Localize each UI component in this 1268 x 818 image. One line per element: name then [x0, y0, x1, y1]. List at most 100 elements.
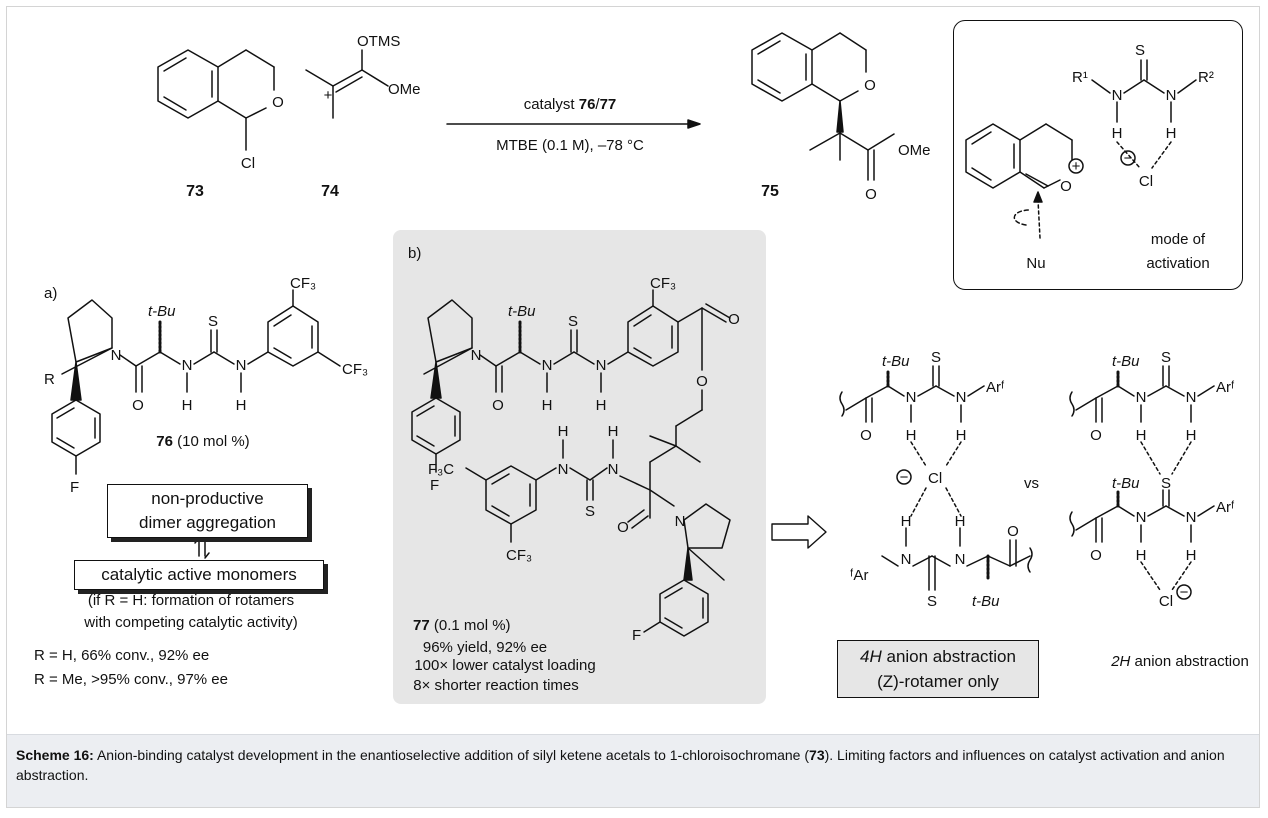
svg-text:O: O: [1090, 547, 1102, 564]
label-arf-2h-bottom: Arᶠ: [1216, 499, 1235, 516]
figure-caption: Scheme 16: Anion-binding catalyst develo…: [7, 734, 1259, 807]
svg-text:H: H: [955, 513, 966, 530]
svg-text:H: H: [558, 423, 569, 440]
panel-b-tag: b): [408, 245, 421, 262]
box-4h-abstraction: 4H anion abstraction (Z)-rotamer only: [837, 640, 1039, 698]
figure-frame: [6, 6, 1260, 808]
label-cl-inset: Cl: [1139, 173, 1153, 190]
label-cf3-right-76: CF₃: [342, 361, 368, 378]
svg-text:N: N: [675, 513, 686, 530]
svg-text:O: O: [864, 77, 876, 94]
svg-text:H: H: [1136, 427, 1147, 444]
svg-text:O: O: [492, 397, 504, 414]
svg-text:O: O: [132, 397, 144, 414]
dimer-aggregation-box: non-productive dimer aggregation: [107, 484, 308, 538]
label-cf3-top-77: CF₃: [650, 275, 676, 292]
svg-text:S: S: [1161, 349, 1171, 366]
caption-text-2: ). Limiting factors and influences on ca…: [16, 747, 1225, 783]
label-tbu-77: t-Bu: [508, 303, 536, 320]
svg-text:S: S: [585, 503, 595, 520]
benefit-time: 8× shorter reaction times: [413, 677, 579, 694]
svg-text:O: O: [1090, 427, 1102, 444]
svg-text:N: N: [236, 357, 247, 374]
label-vs: vs: [1024, 475, 1039, 492]
compound-number-75: 75: [761, 183, 779, 200]
svg-text:H: H: [1186, 427, 1197, 444]
svg-text:−: −: [1180, 584, 1189, 601]
label-tbu-76: t-Bu: [148, 303, 176, 320]
svg-text:N: N: [111, 347, 122, 364]
svg-text:H: H: [608, 423, 619, 440]
svg-text:O: O: [860, 427, 872, 444]
svg-text:−: −: [900, 469, 909, 486]
yield-line-77: 96% yield, 92% ee: [423, 639, 547, 656]
note-rotamers-line2: with competing catalytic activity): [83, 614, 297, 631]
svg-text:+: +: [1072, 158, 1081, 175]
svg-text:H: H: [1186, 547, 1197, 564]
label-tbu-2h-bottom: t-Bu: [1112, 475, 1140, 492]
box-4h-line1: 4H anion abstraction: [860, 647, 1016, 666]
caption-compound: 73: [809, 747, 825, 763]
result-r-me: R = Me, >95% conv., 97% ee: [34, 671, 228, 688]
svg-text:O: O: [696, 373, 708, 390]
catalyst-77-label: 77 (0.1 mol %): [413, 617, 511, 634]
label-f-bottom-77: F: [632, 627, 641, 644]
inset-structure: [965, 59, 1197, 239]
plus-sign: +: [324, 87, 333, 104]
svg-text:H: H: [1166, 125, 1177, 142]
svg-text:S: S: [1135, 42, 1145, 59]
label-f-76: F: [70, 479, 79, 496]
catalyst-76-label: 76 (10 mol %): [156, 433, 249, 450]
label-r2: R²: [1198, 69, 1214, 86]
label-r-76: R: [44, 371, 55, 388]
svg-text:O: O: [728, 311, 740, 328]
svg-text:O: O: [617, 519, 629, 536]
active-monomers-box: catalytic active monomers: [74, 560, 324, 590]
structure-77: [411, 289, 731, 637]
caption-prefix: Scheme 16:: [16, 747, 94, 763]
dimer-box-line2: dimer aggregation: [138, 513, 277, 532]
panel-a-tag: a): [44, 285, 57, 302]
label-2h-abstraction: 2H anion abstraction: [1110, 653, 1249, 670]
label-nu: Nu: [1026, 255, 1045, 272]
monomer-box-text: catalytic active monomers: [101, 565, 297, 584]
label-arf-4h-bottom: ᶠAr: [850, 567, 868, 584]
label-f3c-77: F₃C: [428, 461, 454, 478]
label-cf3-bottom-77: CF₃: [506, 547, 532, 564]
label-f-top-77: F: [430, 477, 439, 494]
label-otms: OTMS: [357, 33, 400, 50]
svg-text:N: N: [1166, 87, 1177, 104]
svg-text:N: N: [542, 357, 553, 374]
svg-text:H: H: [1112, 125, 1123, 142]
svg-text:O: O: [865, 186, 877, 203]
svg-text:N: N: [956, 389, 967, 406]
label-tbu-4h-top: t-Bu: [882, 353, 910, 370]
label-arf-2h-top: Arᶠ: [1216, 379, 1235, 396]
svg-text:S: S: [927, 593, 937, 610]
svg-text:O: O: [1060, 178, 1072, 195]
svg-text:H: H: [901, 513, 912, 530]
svg-text:N: N: [1186, 389, 1197, 406]
label-tbu-4h-bottom: t-Bu: [972, 593, 1000, 610]
svg-text:H: H: [596, 397, 607, 414]
dimer-box-line1: non-productive: [151, 489, 264, 508]
compound-number-73: 73: [186, 183, 204, 200]
note-rotamers-line1: (if R = H: formation of rotamers: [88, 592, 294, 609]
svg-text:S: S: [931, 349, 941, 366]
label-ome-74: OMe: [388, 81, 421, 98]
conditions-catalyst: catalyst 76/77: [524, 96, 617, 113]
svg-text:H: H: [542, 397, 553, 414]
svg-text:S: S: [568, 313, 578, 330]
benefit-loading: 100× lower catalyst loading: [414, 657, 595, 674]
svg-text:N: N: [558, 461, 569, 478]
mode-of-activation-inset: [953, 20, 1243, 290]
svg-text:H: H: [236, 397, 247, 414]
svg-text:−: −: [1124, 150, 1133, 167]
label-cl-4h: Cl: [928, 470, 942, 487]
svg-text:N: N: [906, 389, 917, 406]
label-cf3-top-76: CF₃: [290, 275, 316, 292]
svg-text:H: H: [956, 427, 967, 444]
structure-4h-abstraction: [839, 365, 1033, 591]
svg-text:H: H: [182, 397, 193, 414]
